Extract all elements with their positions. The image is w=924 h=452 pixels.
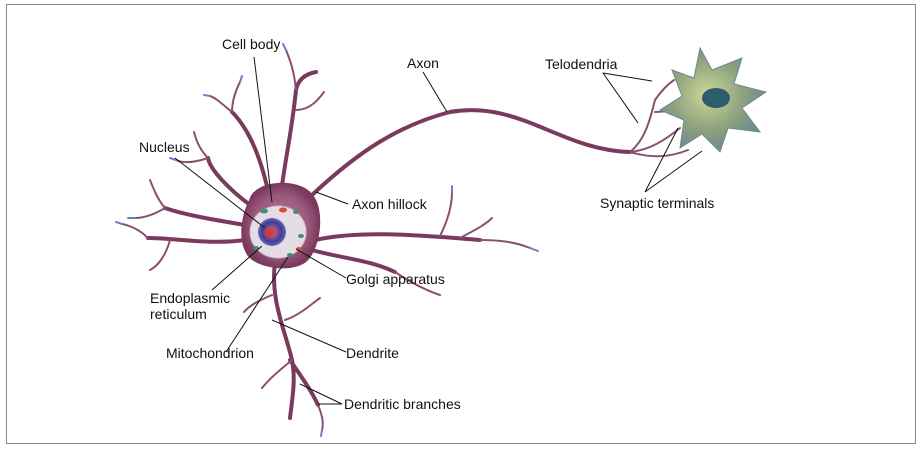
leader-nucleus — [174, 157, 266, 229]
leader-telodendria-a — [602, 72, 639, 124]
leader-er — [211, 245, 263, 291]
label-dendritic-branches: Dendritic branches — [344, 396, 461, 412]
label-synaptic-terminals: Synaptic terminals — [600, 195, 715, 211]
axon-shaft — [310, 108, 632, 197]
leader-telodendria-b — [602, 72, 653, 82]
leader-mito — [225, 256, 289, 353]
label-axon-hillock: Axon hillock — [352, 196, 427, 212]
leader-golgi — [295, 248, 347, 279]
label-nucleus: Nucleus — [139, 139, 190, 155]
label-dendrite: Dendrite — [346, 345, 399, 361]
label-cell-body: Cell body — [222, 36, 281, 52]
dendrite-lower — [272, 260, 296, 420]
organelle-dots — [253, 208, 304, 257]
cell-body — [241, 182, 321, 269]
label-telodendria: Telodendria — [545, 56, 618, 72]
diagram-frame — [6, 4, 916, 444]
dendrite-left — [163, 206, 247, 227]
label-reticulum: reticulum — [150, 306, 207, 322]
label-golgi-apparatus: Golgi apparatus — [346, 271, 445, 287]
leader-axon-hillock — [315, 191, 349, 205]
leader-synaptic-b — [644, 150, 703, 193]
target-nucleus — [702, 88, 730, 108]
leader-axon — [422, 71, 448, 113]
leader-dendrite — [271, 319, 347, 353]
neuron-processes — [115, 43, 689, 437]
leader-lines — [174, 56, 703, 405]
leader-dendritic-a — [299, 383, 343, 405]
dendrite-right — [313, 232, 482, 242]
label-endoplasmic: Endoplasmic — [150, 290, 231, 306]
dendrite-upper — [278, 70, 318, 202]
label-axon: Axon — [407, 55, 439, 71]
target-cell — [658, 46, 768, 153]
leader-cell-body — [253, 56, 273, 203]
label-mitochondrion: Mitochondrion — [166, 345, 254, 361]
leader-synaptic-a — [644, 127, 679, 193]
nucleolus — [265, 229, 273, 237]
